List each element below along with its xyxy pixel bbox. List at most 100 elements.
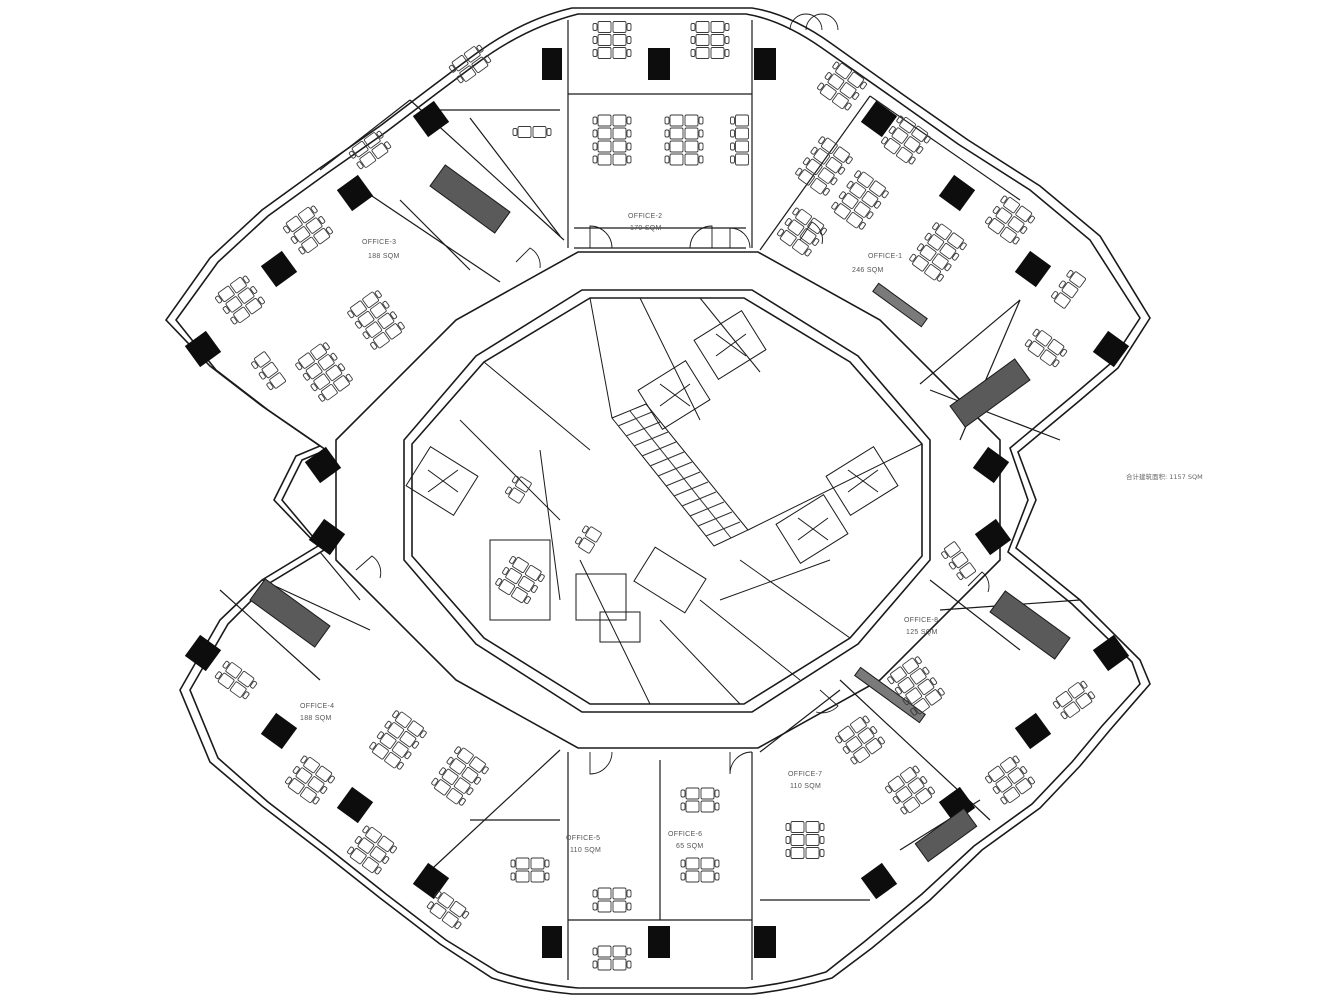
desk (857, 727, 875, 744)
desk (298, 352, 315, 369)
desk (451, 55, 469, 72)
desk (913, 698, 930, 715)
desk-cluster (885, 765, 935, 815)
desk (377, 835, 395, 853)
chair (844, 102, 852, 111)
desk-cluster (285, 755, 335, 805)
chair (912, 765, 920, 774)
desk (321, 384, 338, 401)
desk (695, 21, 710, 33)
chair (370, 341, 378, 350)
desk-cluster (348, 130, 392, 170)
chair (1051, 291, 1059, 299)
chair (510, 872, 516, 881)
desk (597, 140, 612, 153)
desk (307, 776, 325, 793)
chair (354, 320, 362, 329)
chair (941, 551, 949, 559)
desk (365, 826, 382, 844)
desk (362, 856, 379, 874)
office-5-area: 110 SQM (570, 847, 601, 854)
desk (377, 312, 395, 329)
desk (518, 575, 535, 592)
chair (920, 776, 928, 784)
desk (305, 363, 323, 380)
desk-cluster (817, 61, 867, 111)
chair (664, 142, 670, 151)
chair (484, 55, 492, 64)
chair (1000, 796, 1008, 805)
chair (214, 671, 222, 680)
desk (798, 169, 815, 186)
desk (795, 208, 812, 226)
desk (469, 756, 486, 773)
desk (799, 228, 817, 245)
chair (626, 902, 632, 911)
desk (669, 140, 684, 153)
chair (524, 596, 531, 604)
desk (325, 364, 343, 381)
desk (685, 870, 700, 883)
desk (471, 56, 489, 73)
desk (1061, 281, 1079, 299)
chair (1060, 711, 1068, 720)
desk (498, 579, 516, 596)
stair-treads (617, 410, 741, 539)
chair (714, 802, 720, 811)
chair (714, 872, 720, 881)
desk (317, 354, 335, 371)
chair (544, 872, 550, 881)
desk (735, 140, 749, 153)
chair (362, 331, 370, 340)
chair (819, 836, 825, 844)
desk (787, 219, 805, 236)
office-4-area: 188 SQM (300, 715, 332, 722)
desk (735, 127, 749, 140)
desk (805, 158, 823, 175)
chair (1024, 339, 1032, 348)
desk (853, 746, 870, 764)
desk (700, 870, 715, 883)
door-swings (355, 13, 990, 775)
desk (897, 677, 915, 694)
desk-cluster (730, 114, 749, 166)
office-2-area: 170 SQM (630, 225, 662, 232)
conference-tables (249, 164, 1071, 863)
office-2-name: OFFICE-2 (628, 213, 662, 220)
desk (903, 796, 920, 814)
desk (695, 34, 710, 46)
chair (322, 342, 330, 351)
chair (222, 306, 230, 314)
desk (245, 297, 263, 315)
chair (298, 246, 306, 255)
chair (831, 201, 839, 210)
workstation-desks (214, 21, 1096, 971)
desk (229, 681, 247, 698)
chair (714, 859, 720, 868)
desk (287, 777, 305, 795)
desk (944, 541, 961, 558)
chair (724, 23, 730, 31)
desk-cluster (985, 195, 1035, 245)
desk (669, 127, 684, 140)
chair (680, 859, 686, 868)
desk (461, 767, 479, 784)
desk-cluster (1051, 270, 1086, 309)
desk (449, 901, 467, 918)
chair (730, 129, 735, 138)
chair (369, 741, 377, 750)
desk (684, 140, 699, 153)
desk (700, 800, 715, 813)
desk (1063, 701, 1081, 718)
chair (1027, 215, 1035, 224)
desk-cluster (575, 525, 602, 554)
desk-cluster (431, 746, 489, 806)
chair (1020, 766, 1028, 774)
desk (612, 887, 627, 900)
desk (917, 678, 935, 695)
chair (1020, 226, 1028, 234)
desk (685, 857, 700, 870)
desk (612, 47, 627, 59)
desk (597, 153, 612, 166)
